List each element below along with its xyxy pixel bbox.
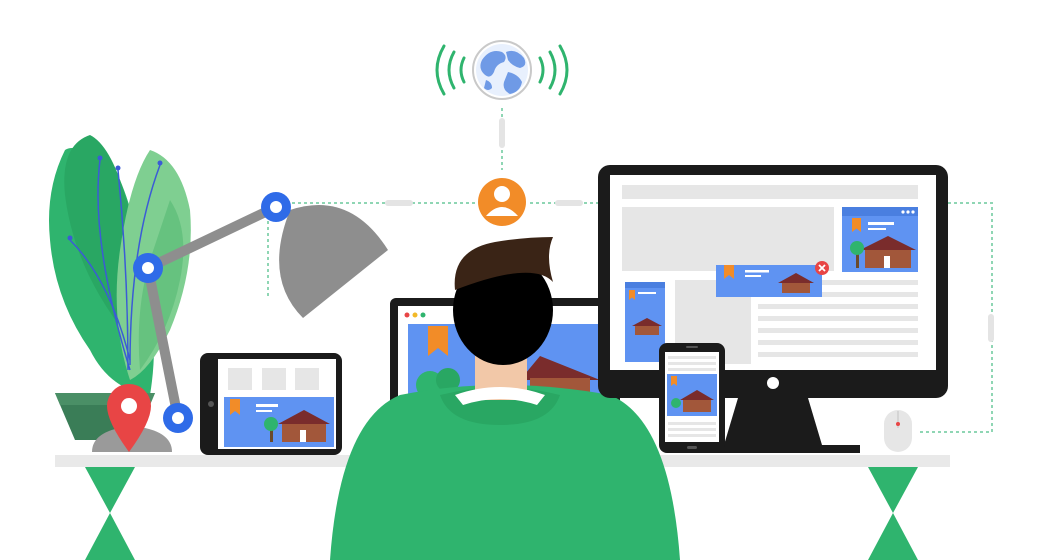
location-pin-icon [107,384,151,452]
tree-icon [850,241,864,268]
desk-lamp [92,192,388,452]
desktop-monitor [598,165,948,453]
bookmark-icon [724,265,734,279]
tablet [200,353,342,455]
globe-icon [472,40,532,100]
person [330,237,680,560]
bookmark-icon [629,290,635,300]
house-icon [680,390,714,412]
tree-icon [264,417,278,442]
bookmark-icon [428,326,448,356]
bookmark-icon [230,399,240,415]
smartphone [659,343,725,453]
bookmark-icon [852,218,861,232]
wifi-signal-icon [435,44,569,96]
tree-icon [671,398,681,408]
house-icon [860,236,916,268]
connection-connectors [385,118,994,342]
mouse-icon [884,410,912,452]
plant [49,135,191,395]
house-icon [278,410,330,442]
user-avatar-icon [478,178,526,226]
bookmark-icon [671,376,677,386]
close-icon [815,261,829,275]
house-icon [778,273,814,293]
house-icon [632,318,662,335]
